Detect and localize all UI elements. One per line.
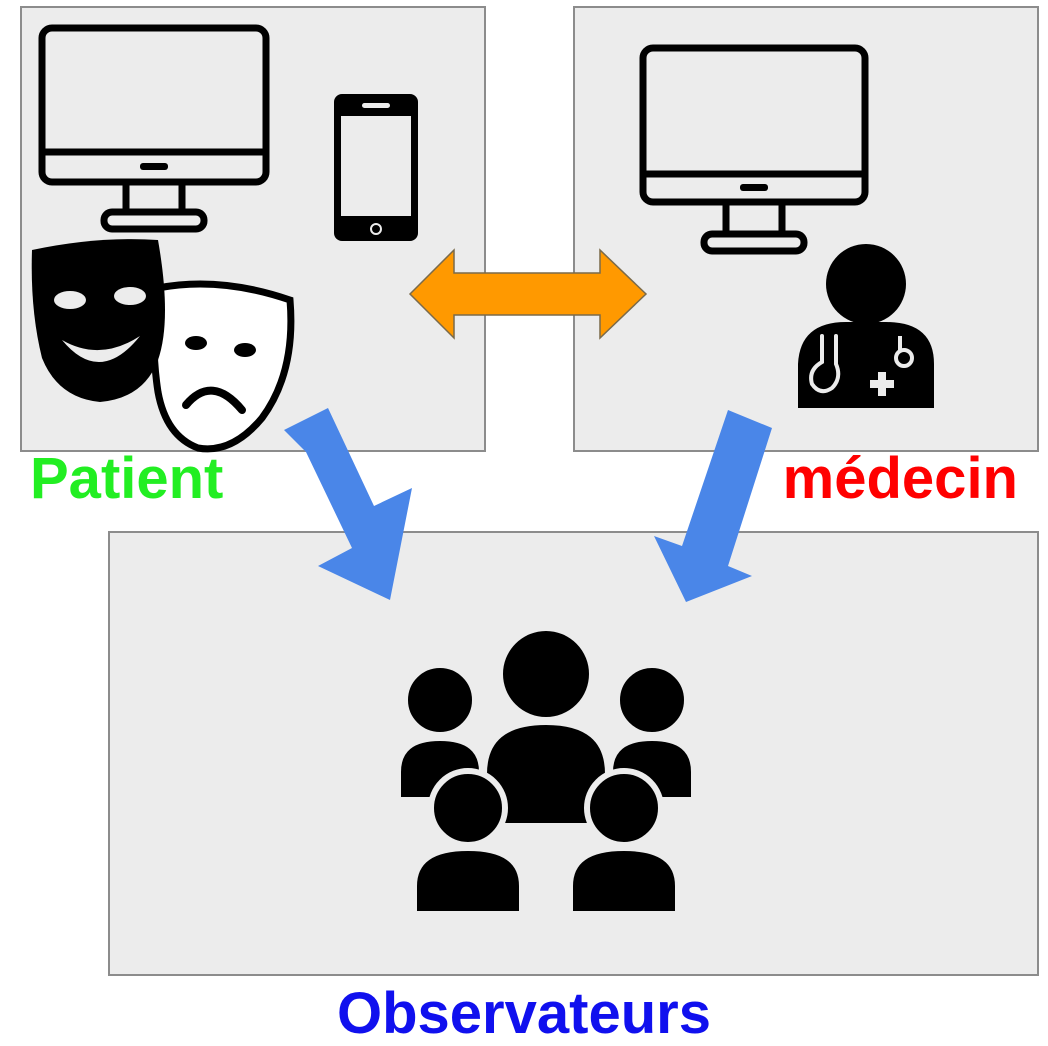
medecin-desktop-monitor-icon — [639, 44, 869, 255]
medecin-label: médecin — [782, 446, 1018, 511]
patient-label: Patient — [30, 446, 224, 511]
bidirectional-arrow — [408, 248, 648, 340]
observers-label: Observateurs — [337, 981, 711, 1046]
medecin-to-observers-arrow — [654, 410, 772, 602]
patient-to-observers-arrow — [284, 408, 412, 600]
theater-masks-icon — [31, 239, 295, 453]
patient-desktop-monitor-icon — [38, 24, 270, 233]
group-of-people-icon — [395, 625, 697, 917]
smartphone-icon — [334, 94, 418, 241]
doctor-icon — [798, 244, 934, 408]
